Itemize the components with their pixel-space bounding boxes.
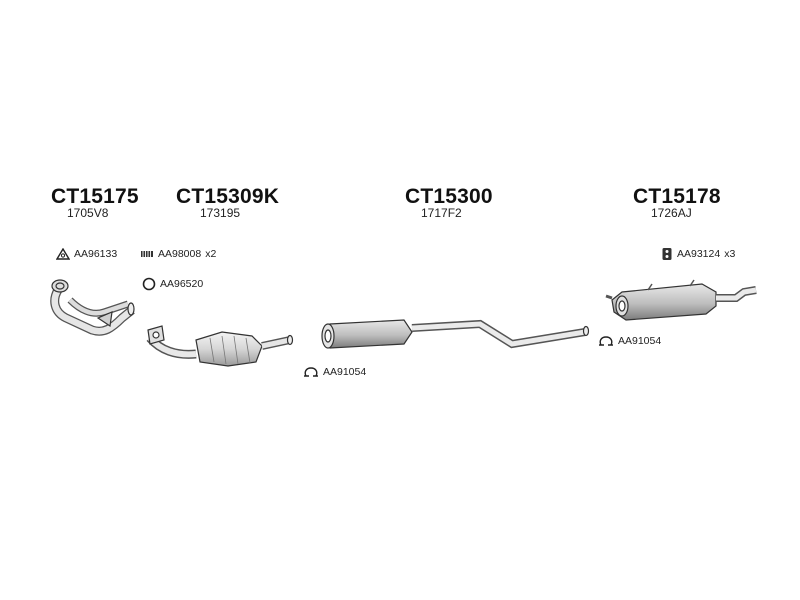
- rubber-mount-icon: [662, 248, 672, 260]
- accessory-part-number: AA96520: [160, 277, 204, 290]
- part-code-ct15175: CT15175: [51, 185, 139, 208]
- accessory-part-number: AA93124: [677, 247, 721, 260]
- accessory-aa91054-rear: AA91054: [598, 335, 661, 347]
- accessory-part-number: AA91054: [323, 365, 367, 378]
- catalytic-converter-drawing: [146, 325, 294, 367]
- gasket-triangle-icon: [56, 248, 70, 260]
- accessory-part-number: AA91054: [618, 334, 662, 347]
- part-ref-1717f2: 1717F2: [421, 206, 462, 220]
- accessory-aa98008: AA98008 x2: [140, 249, 216, 260]
- accessory-quantity: x3: [724, 247, 736, 260]
- part-code-ct15178: CT15178: [633, 185, 721, 208]
- part-code-ct15309k: CT15309K: [176, 185, 280, 208]
- accessory-aa96520: AA96520: [142, 277, 203, 291]
- accessory-aa93124: AA93124 x3: [661, 247, 735, 261]
- part-ref-173195: 173195: [200, 206, 241, 220]
- accessory-part-number: AA96133: [74, 247, 118, 260]
- pipe-clamp-icon: [304, 367, 318, 377]
- accessory-aa96133: AA96133: [56, 248, 117, 260]
- accessory-quantity: x2: [205, 248, 217, 260]
- front-pipe-drawing: [50, 279, 135, 336]
- spring-clip-icon: [141, 251, 153, 258]
- accessory-aa91054-front: AA91054: [303, 366, 366, 378]
- rear-silencer-drawing: [605, 279, 757, 321]
- part-ref-1726aj: 1726AJ: [651, 206, 692, 220]
- ring-gasket-icon: [142, 277, 156, 291]
- middle-silencer-drawing: [321, 319, 590, 349]
- part-code-ct15300: CT15300: [405, 185, 493, 208]
- accessory-part-number: AA98008: [158, 248, 202, 260]
- part-ref-1705v8: 1705V8: [67, 206, 109, 220]
- pipe-clamp-icon: [599, 336, 613, 346]
